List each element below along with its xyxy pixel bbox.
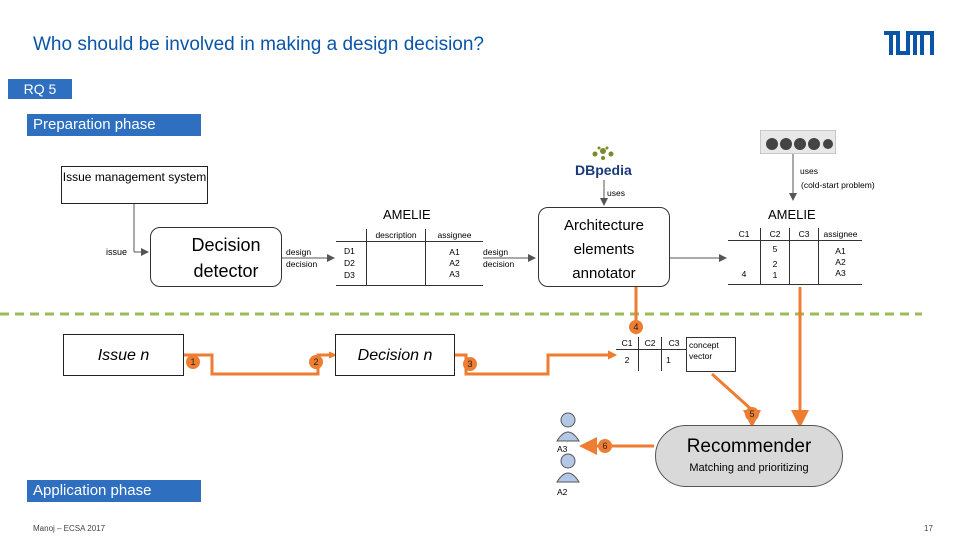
page-title: Who should be involved in making a desig… xyxy=(33,34,484,55)
recommender-subtitle: Matching and prioritizing xyxy=(689,462,809,474)
amelie-left-title: AMELIE xyxy=(383,207,431,222)
r-col-c2: C2 xyxy=(760,228,790,241)
r-col-c1: C1 xyxy=(728,228,761,241)
concept-vector-table: C1 C2 C3 2 1 xyxy=(616,337,686,371)
cv-c2: C2 xyxy=(638,337,662,350)
r-val-5: 5 xyxy=(772,243,778,254)
issue-label: issue xyxy=(106,247,128,257)
recommender: Recommender Matching and prioritizing xyxy=(655,425,843,487)
social-icons xyxy=(760,130,836,154)
step-badge-1: 1 xyxy=(186,355,200,369)
person-a3-label: A3 xyxy=(557,444,568,454)
cold-start-label: (cold-start problem) xyxy=(801,180,875,190)
architecture-elements-annotator: Architecture elements annotator xyxy=(538,207,670,287)
page-number: 17 xyxy=(924,524,933,533)
tum-logo xyxy=(884,31,934,55)
cv-val-2: 2 xyxy=(616,349,639,371)
d-row-2: D2 xyxy=(344,258,355,268)
cv-val-1: 1 xyxy=(666,355,671,366)
person-icon xyxy=(556,412,580,442)
issue-n: Issue n xyxy=(63,334,184,376)
cv-c3: C3 xyxy=(661,337,686,350)
application-phase-label: Application phase xyxy=(27,480,201,502)
person-icon xyxy=(556,453,580,483)
person-a2-label: A2 xyxy=(557,487,568,497)
r-val-1: 1 xyxy=(772,269,778,280)
preparation-phase-label: Preparation phase xyxy=(27,114,201,136)
issue-management-system: Issue management system xyxy=(61,166,208,204)
d-row-1: D1 xyxy=(344,246,355,256)
r-col-assignee: assignee xyxy=(818,228,862,241)
r-val-2: 2 xyxy=(772,258,778,269)
rq-label: RQ 5 xyxy=(8,79,72,99)
r-col-c3: C3 xyxy=(789,228,819,241)
r-a-row-3: A3 xyxy=(835,267,846,278)
r-a-row-2: A2 xyxy=(835,256,846,267)
uses-label-left: uses xyxy=(607,188,625,198)
amelie-left-table: description assignee D1 D2 D3 A1 A2 A3 xyxy=(336,229,483,286)
col-description: description xyxy=(366,229,426,242)
design-decision-label-1: design decision xyxy=(286,247,318,269)
a-row-1: A1 xyxy=(449,246,460,257)
recommender-title: Recommender xyxy=(686,436,812,457)
design-decision-label-2: design decision xyxy=(483,247,515,269)
step-badge-4: 4 xyxy=(629,320,643,334)
footer-author: Manoj – ECSA 2017 xyxy=(33,524,106,533)
decision-n: Decision n xyxy=(335,334,455,376)
step-badge-3: 3 xyxy=(463,357,477,371)
a-row-3: A3 xyxy=(449,268,460,279)
r-val-4: 4 xyxy=(728,240,761,285)
d-row-3: D3 xyxy=(344,270,355,280)
step-badge-5: 5 xyxy=(745,407,759,421)
uses-label-right: uses xyxy=(800,166,818,176)
amelie-right-table: C1 C2 C3 assignee 4 5 2 1 A1 A2 A3 xyxy=(728,228,862,285)
decision-detector: Decision detector xyxy=(150,227,282,287)
col-assignee: assignee xyxy=(425,229,483,242)
amelie-right-title: AMELIE xyxy=(768,207,816,222)
r-a-row-1: A1 xyxy=(835,245,846,256)
dbpedia-logo: DBpedia xyxy=(575,146,632,178)
step-badge-2: 2 xyxy=(309,355,323,369)
step-badge-6: 6 xyxy=(598,439,612,453)
cv-c1: C1 xyxy=(616,337,639,350)
dbpedia-text: DBpedia xyxy=(575,162,632,178)
a-row-2: A2 xyxy=(449,257,460,268)
concept-vector-label: concept vector xyxy=(686,337,736,372)
